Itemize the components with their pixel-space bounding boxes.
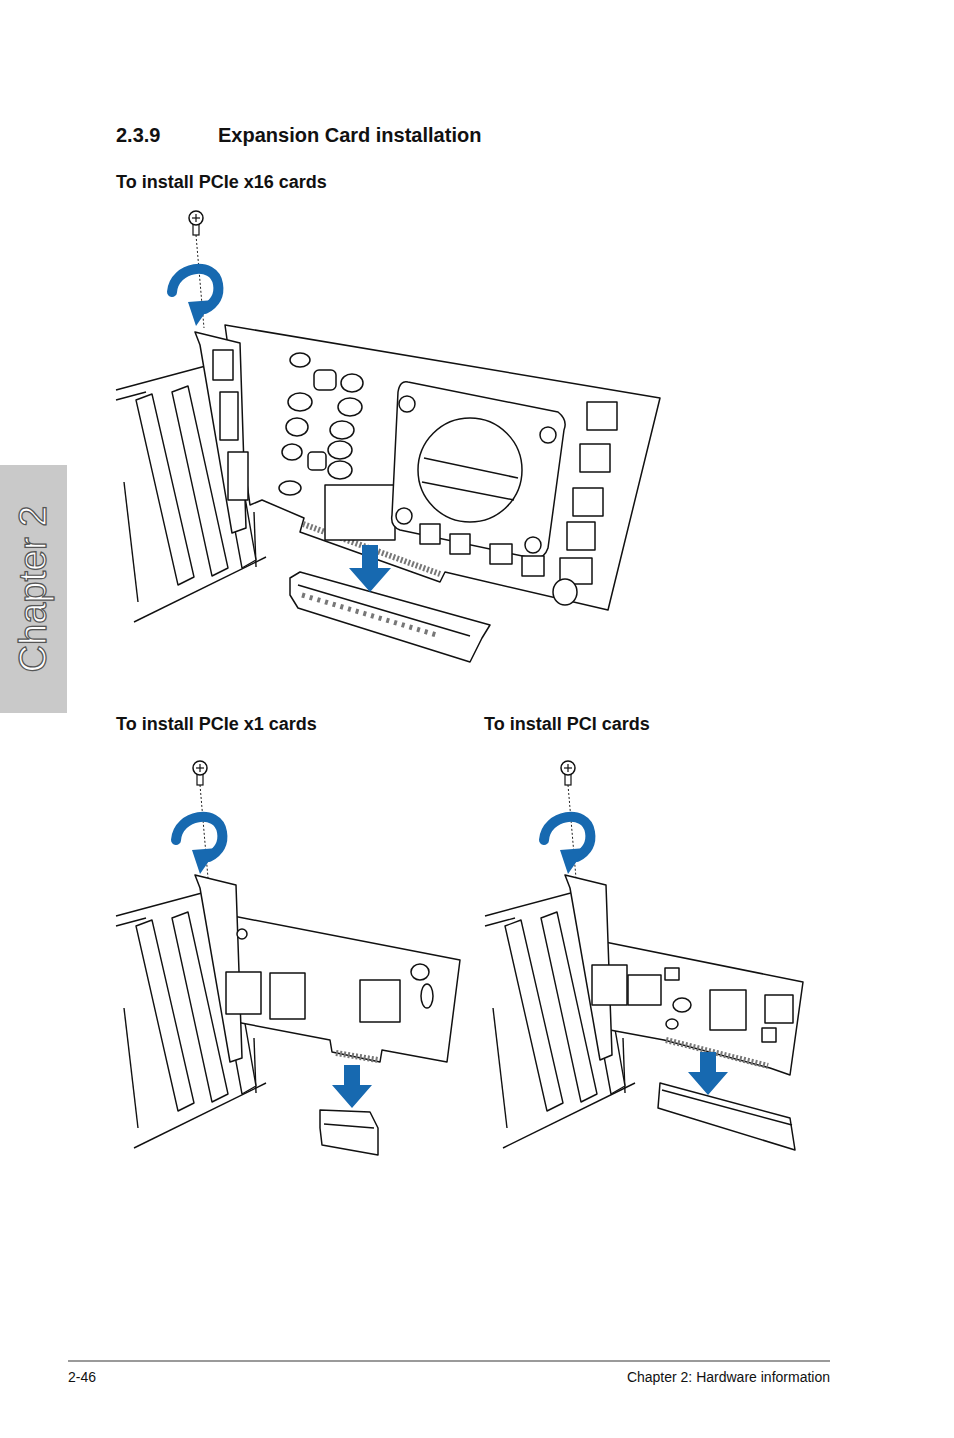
figure-heading: To install PCIe x16 cards [116, 172, 327, 194]
running-footer: Chapter 2: Hardware information [627, 1369, 830, 1386]
figure-heading: To install PCIe x1 cards [116, 714, 317, 736]
chapter-tab-label: Chapter 2 [11, 506, 57, 673]
section-title: Expansion Card installation [218, 123, 481, 147]
figure-heading: To install PCI cards [484, 714, 650, 736]
section-number: 2.3.9 [116, 123, 160, 147]
page-number: 2-46 [68, 1369, 96, 1386]
